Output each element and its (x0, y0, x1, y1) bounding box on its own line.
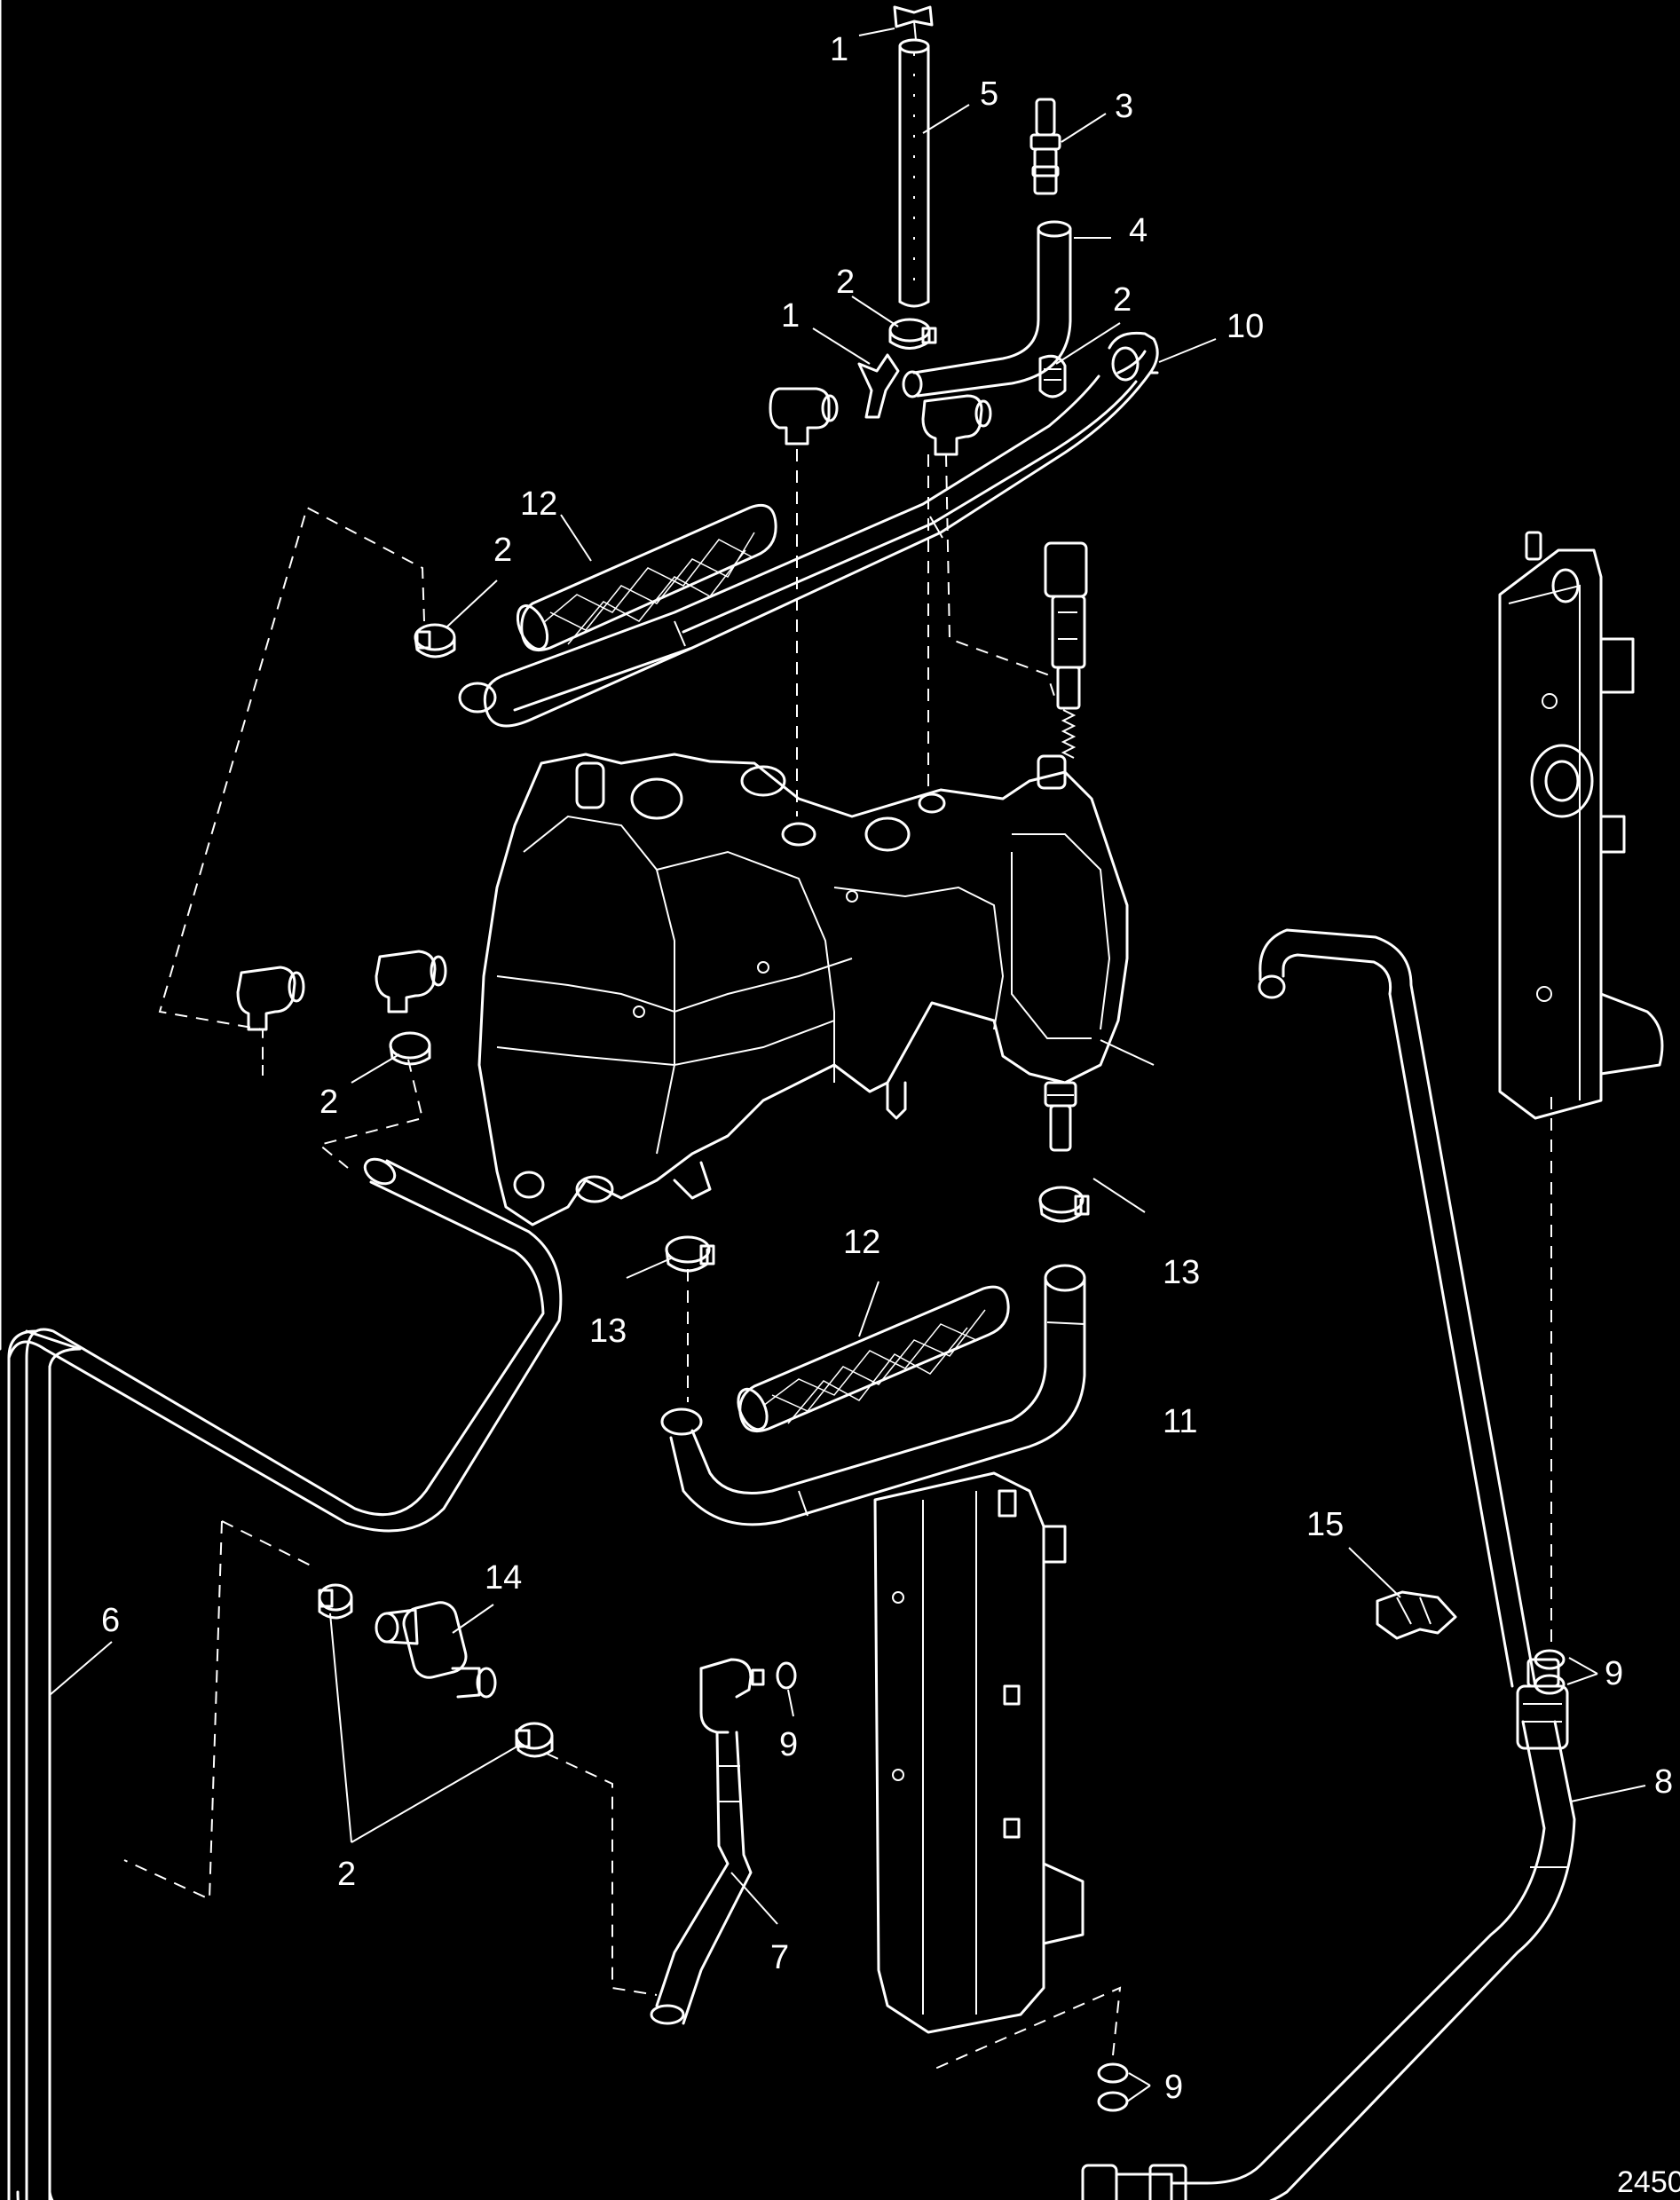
part-fuel-rail-center (873, 1471, 1085, 2034)
part-fitting-3 (1029, 98, 1061, 195)
callout-10: 10 (1226, 308, 1264, 345)
part-orings-9-c (1097, 2062, 1129, 2112)
part-elbow-left-mid-a (236, 966, 305, 1031)
callout-13-left: 13 (589, 1313, 627, 1350)
part-fitting-hose-8-bottom (1081, 2164, 1187, 2200)
part-sleeve-12-top (516, 503, 777, 652)
callout-5: 5 (980, 75, 998, 113)
part-connector-spring (1044, 541, 1088, 759)
part-hose-6-vertical (7, 1329, 82, 2200)
part-hose-6 (0, 0, 563, 2200)
callout-9-right: 9 (1605, 1655, 1623, 1692)
part-clamp-13-right (1038, 1186, 1090, 1223)
callout-2-top-left: 2 (836, 264, 855, 301)
callout-9-bottom: 9 (1164, 2069, 1183, 2106)
part-wing-screw-top (893, 5, 934, 41)
callout-14: 14 (485, 1559, 522, 1597)
part-elbow-left-mid-b (375, 950, 447, 1013)
callout-8: 8 (1654, 1763, 1673, 1801)
callout-6: 6 (101, 1602, 120, 1639)
callout-15: 15 (1306, 1506, 1344, 1543)
part-hose-7 (650, 1658, 765, 2025)
figure-number: 2450 (1617, 2165, 1680, 2199)
callout-2-bottom: 2 (337, 1856, 356, 1893)
leader-lines (49, 28, 1646, 2102)
part-clamp-2-bottom-a (318, 1583, 353, 1620)
part-clamp-2-top-right (1038, 354, 1067, 398)
callout-labels: 1 5 3 4 2 1 2 10 12 2 2 13 12 13 11 15 1… (101, 31, 1673, 2106)
callout-11: 11 (1163, 1403, 1197, 1440)
callout-1-top: 1 (830, 31, 848, 68)
part-clamp-2-left-b (389, 1031, 431, 1066)
part-clip-15 (1376, 1590, 1457, 1640)
callout-9-mid: 9 (779, 1726, 798, 1763)
part-wing-screw-mid (857, 353, 900, 419)
part-fitting-filter-outlet (1044, 1081, 1077, 1152)
assembly-dash-lines (123, 449, 1552, 2077)
part-clamp-13-left (665, 1235, 715, 1273)
callout-2-left-a: 2 (493, 532, 512, 569)
part-elbow-right-top (921, 394, 992, 456)
part-oring-9-a (776, 1661, 797, 1690)
callout-7: 7 (770, 1939, 789, 1976)
callout-4: 4 (1129, 212, 1148, 249)
callout-13-right: 13 (1163, 1254, 1200, 1291)
callout-2-left-b: 2 (319, 1084, 338, 1121)
part-fuel-filter-assembly (477, 753, 1129, 1226)
part-fitting-hose-8 (1516, 1658, 1569, 1750)
callout-12-top: 12 (520, 485, 557, 523)
part-hose-8 (1170, 928, 1576, 2200)
part-tube-5 (898, 38, 930, 308)
callout-3: 3 (1115, 88, 1133, 125)
part-elbow-left-top (769, 387, 839, 446)
part-clamp-2-top-left (888, 318, 937, 350)
callout-2-top-right: 2 (1113, 281, 1132, 319)
part-hose-4 (902, 220, 1072, 398)
part-connector-14 (375, 1601, 497, 1699)
callout-1-mid: 1 (781, 297, 800, 335)
part-orings-9-b (1534, 1649, 1566, 1695)
part-hose-10 (458, 331, 1159, 728)
part-sleeve-12-bottom (737, 1285, 1010, 1433)
part-clamp-2-left-a (414, 623, 456, 658)
part-fuel-rail-right (1498, 531, 1664, 1120)
part-hose-11 (660, 1264, 1086, 1526)
part-clamp-2-bottom-b (515, 1722, 554, 1758)
callout-12-bottom: 12 (843, 1224, 880, 1261)
